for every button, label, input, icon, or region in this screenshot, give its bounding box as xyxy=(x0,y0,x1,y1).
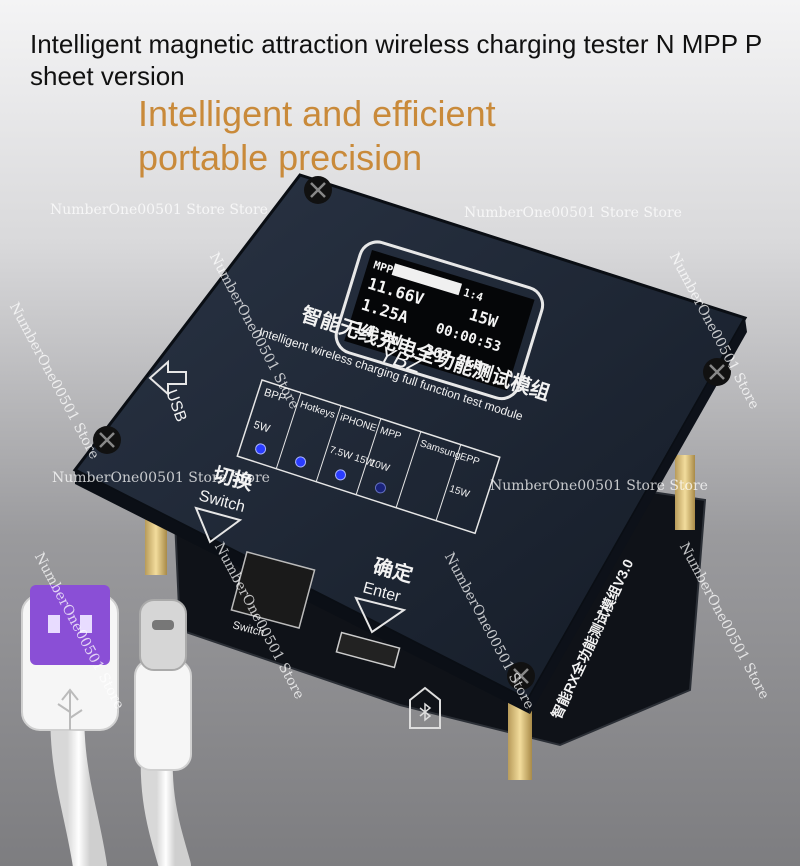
lcd-ratio: 1:4 xyxy=(462,286,485,304)
slide-switch[interactable] xyxy=(230,551,316,629)
watermark: NumberOne00501 Store Store xyxy=(464,205,682,221)
mode-led xyxy=(374,482,386,494)
tagline: Intelligent and efficient portable preci… xyxy=(138,93,496,178)
lcd-display: MPP 1:4 11.66V 15W 1.25A 00:00:53 14.5W … xyxy=(334,240,545,401)
usb-symbol-icon xyxy=(57,688,83,730)
standoff-front xyxy=(508,700,532,780)
usb-cable xyxy=(21,585,192,866)
watermark: NumberOne00501 Store Store xyxy=(490,478,708,494)
usb-a-connector xyxy=(30,585,110,665)
screw-icon xyxy=(93,426,121,454)
mode-led xyxy=(255,443,267,455)
standoff-right xyxy=(675,455,695,530)
pin-header xyxy=(335,631,401,669)
lcd-mode-label: MPP xyxy=(372,258,395,276)
mode-power: 5W xyxy=(252,419,272,436)
screw-icon xyxy=(507,662,535,690)
bluetooth-icon xyxy=(409,686,441,729)
main-board-edge-right xyxy=(528,318,747,714)
headline: Intelligent magnetic attraction wireless… xyxy=(30,29,762,91)
screw-icon xyxy=(703,358,731,386)
usb-c-plug xyxy=(134,659,192,771)
watermark: NumberOne00501 Store Store xyxy=(52,470,270,486)
screw-icon xyxy=(304,176,332,204)
mode-led xyxy=(295,456,307,468)
mode-led xyxy=(335,469,347,481)
watermark: NumberOne00501 Store Store xyxy=(50,202,268,218)
usb-c-connector xyxy=(139,599,187,671)
